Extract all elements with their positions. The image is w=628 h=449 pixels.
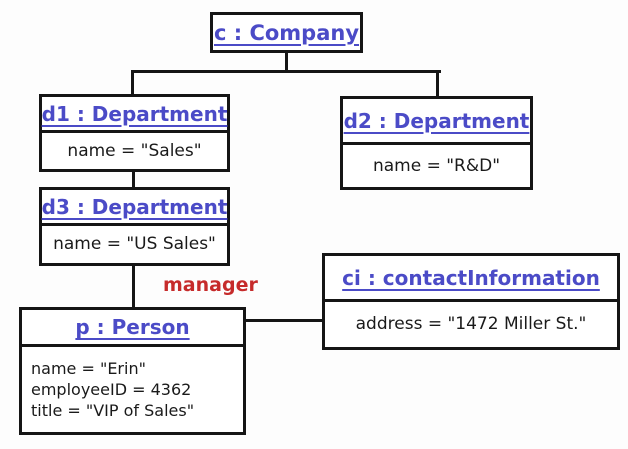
edge-company-to-d1 — [131, 70, 134, 96]
edge-d3-to-person — [132, 264, 135, 309]
object-title-d3: d3 : Department — [42, 190, 227, 226]
object-box-person: p : Person name = "Erin" employeeID = 43… — [19, 307, 246, 435]
object-title-company: c : Company — [213, 20, 360, 45]
object-attrs-ci: address = "1472 Miller St." — [325, 302, 617, 347]
object-title-d2: d2 : Department — [343, 99, 530, 145]
attribute-person-title: title = "VIP of Sales" — [31, 401, 195, 421]
object-title-d1: d1 : Department — [42, 97, 227, 133]
object-attrs-d2: name = "R&D" — [343, 145, 530, 187]
edge-label-manager: manager — [163, 274, 258, 296]
attribute-d1-name: name = "Sales" — [67, 140, 202, 161]
edge-d1-to-d3 — [132, 170, 135, 189]
object-attrs-d1: name = "Sales" — [42, 133, 227, 169]
edge-company-to-d2 — [436, 70, 439, 98]
object-box-company: c : Company — [210, 12, 363, 53]
edge-company-stem — [285, 51, 288, 72]
object-attrs-d3: name = "US Sales" — [42, 226, 227, 263]
attribute-ci-address: address = "1472 Miller St." — [355, 314, 587, 335]
object-box-d1-department: d1 : Department name = "Sales" — [39, 94, 230, 172]
object-title-ci: ci : contactInformation — [325, 256, 617, 302]
object-attrs-person: name = "Erin" employeeID = 4362 title = … — [22, 347, 243, 432]
attribute-d3-name: name = "US Sales" — [53, 234, 216, 255]
object-box-d2-department: d2 : Department name = "R&D" — [340, 96, 533, 190]
attribute-person-name: name = "Erin" — [31, 358, 146, 378]
attribute-d2-name: name = "R&D" — [372, 155, 501, 176]
object-box-d3-department: d3 : Department name = "US Sales" — [39, 187, 230, 266]
attribute-person-employeeid: employeeID = 4362 — [31, 379, 192, 399]
edge-company-horizontal — [131, 70, 441, 73]
edge-person-to-ci — [244, 319, 324, 322]
object-box-contact-information: ci : contactInformation address = "1472 … — [322, 253, 620, 350]
object-title-person: p : Person — [22, 310, 243, 347]
